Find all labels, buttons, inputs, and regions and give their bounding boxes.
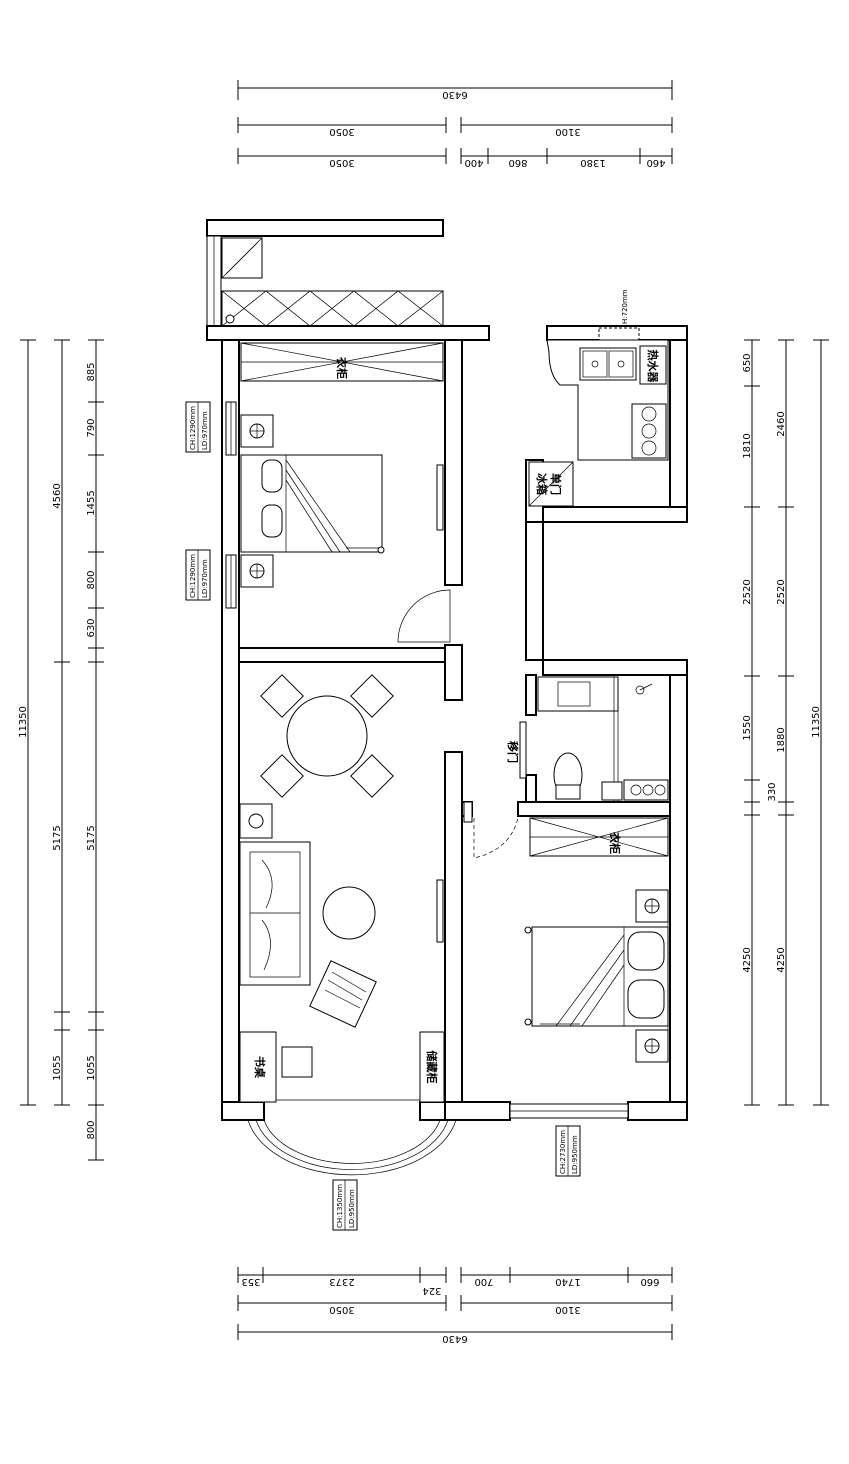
- storage-cabinet-label: 储藏柜: [425, 1051, 439, 1084]
- window-1-ch: CH:1290mm: [189, 406, 197, 450]
- window-2-ch: CH:1290mm: [189, 554, 197, 598]
- window-note-2: CH:1290mm LD:970mm: [185, 549, 211, 601]
- window-3-ch: CH:1350mm: [336, 1184, 344, 1228]
- dim-bottom-seg-6: 660: [640, 1276, 659, 1287]
- desk-label: 书桌: [253, 1056, 267, 1079]
- dim-left-total: 11350: [18, 706, 29, 738]
- window-note-4: CH:2730mm LD:950mm: [555, 1125, 581, 1177]
- kitchen: H:720mm 热水器 冰箱 单门: [528, 289, 669, 507]
- dim-top-right: 3100: [555, 126, 580, 137]
- dim-right-mid-4: 4250: [776, 947, 787, 972]
- dim-bottom-left: 3050: [329, 1304, 354, 1315]
- window-3-ld: LD:950mm: [348, 1189, 356, 1228]
- wardrobe-bottom-label: 衣柜: [608, 832, 622, 854]
- bottom-dimensions: 353 2373 324 700 1740 660 3050 3100 6430: [237, 1267, 673, 1344]
- dim-right-inner-4: 1550: [742, 715, 753, 740]
- dim-left-mid-2: 5175: [52, 825, 63, 850]
- dim-right-inner-5: 330: [767, 782, 778, 801]
- dim-left-inner-7: 1055: [86, 1055, 97, 1080]
- dim-top-seg-4: 460: [646, 157, 665, 168]
- dim-bottom-right: 3100: [555, 1304, 580, 1315]
- wardrobe-top-label: 衣柜: [335, 357, 349, 379]
- bedroom-2: 衣柜: [524, 817, 669, 1063]
- window-4-ld: LD:950mm: [571, 1135, 579, 1174]
- dim-top-seg-1: 400: [464, 157, 483, 168]
- dim-top-total: 6430: [442, 89, 467, 100]
- dim-top-left-2: 3050: [329, 157, 354, 168]
- dim-left-mid-1: 4560: [52, 483, 63, 508]
- bedroom-1: 衣柜: [240, 342, 451, 643]
- dim-right-inner-6: 4250: [742, 947, 753, 972]
- dim-right-mid-1: 2460: [776, 411, 787, 436]
- dim-top-seg-2: 860: [508, 157, 527, 168]
- left-dimensions: 11350 4560 5175 1055 885 790 1455 800 63…: [18, 339, 104, 1161]
- dim-right-inner-2: 1810: [742, 433, 753, 458]
- dim-left-inner-6: 5175: [86, 825, 97, 850]
- window-note-1: CH:1290mm LD:970mm: [185, 401, 211, 453]
- dim-right-mid-3: 1880: [776, 727, 787, 752]
- bathroom: 移门: [463, 676, 669, 859]
- single-door-label: 单门: [549, 473, 563, 495]
- dim-left-inner-1: 885: [86, 362, 97, 381]
- fridge-label: 冰箱: [535, 473, 549, 495]
- dim-left-inner-4: 800: [86, 570, 97, 589]
- sliding-door-label: 移门: [506, 741, 520, 763]
- dim-left-inner-3: 1455: [86, 490, 97, 515]
- dim-left-mid-3: 1055: [52, 1055, 63, 1080]
- dim-right-inner-3: 2520: [742, 579, 753, 604]
- dim-right-inner-1: 650: [742, 353, 753, 372]
- dim-bottom-seg-4: 700: [474, 1276, 493, 1287]
- window-1-ld: LD:970mm: [201, 411, 209, 450]
- dim-bottom-total: 6430: [442, 1333, 467, 1344]
- top-dimensions: 6430 3050 3100 3050 400 860 1380 460: [237, 80, 673, 168]
- dim-left-inner-2: 790: [86, 418, 97, 437]
- window-4-ch: CH:2730mm: [559, 1130, 567, 1174]
- dim-bottom-seg-2: 2373: [329, 1276, 354, 1287]
- window-note-3: CH:1350mm LD:950mm: [332, 1179, 358, 1231]
- living-room: 书桌 储藏柜: [239, 674, 457, 1176]
- dim-bottom-seg-5: 1740: [555, 1276, 580, 1287]
- dim-right-total: 11350: [811, 706, 822, 738]
- right-dimensions: 650 1810 2520 1550 330 4250 2460 2520 18…: [742, 339, 829, 1106]
- balcony: [206, 219, 444, 327]
- dim-top-left: 3050: [329, 126, 354, 137]
- dim-bottom-seg-3: 324: [422, 1285, 441, 1296]
- dim-left-inner-8: 800: [86, 1120, 97, 1139]
- dim-right-mid-2: 2520: [776, 579, 787, 604]
- hood-height-label: H:720mm: [621, 289, 629, 324]
- window-2-ld: LD:970mm: [201, 559, 209, 598]
- dim-top-seg-3: 1380: [580, 157, 605, 168]
- water-heater-label: 热水器: [646, 350, 660, 384]
- dim-bottom-seg-1: 353: [241, 1276, 260, 1287]
- dim-left-inner-5: 630: [86, 618, 97, 637]
